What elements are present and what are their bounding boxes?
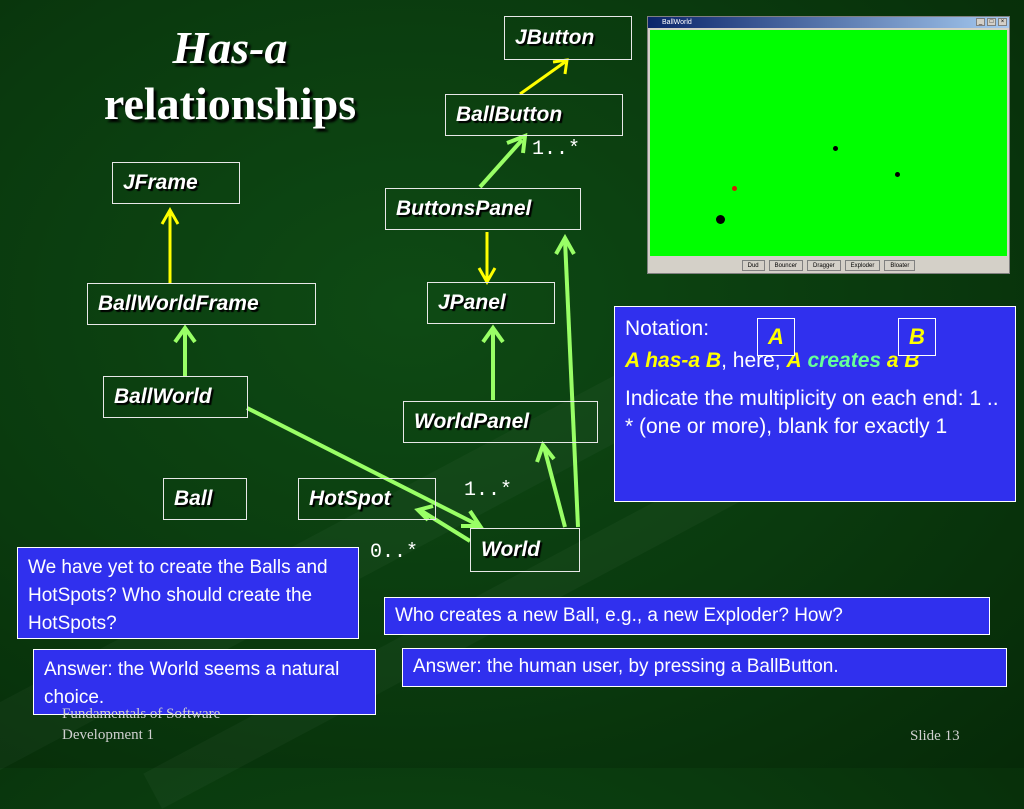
multiplicity-worldpanel: 1..* — [464, 479, 513, 502]
arrowhead-ballworldframe — [173, 324, 197, 344]
arrowhead-jframe — [160, 206, 180, 225]
question-new-ball: Who creates a new Ball, e.g., a new Expl… — [384, 597, 990, 635]
arrow-ballbutton-to-jbutton — [519, 60, 566, 96]
ball — [732, 186, 737, 191]
ballworld-window: BallWorld _ □ × Dud Bouncer Dragger Expl… — [647, 16, 1010, 274]
class-hotspot: HotSpot — [298, 478, 436, 520]
class-jbutton: JButton — [504, 16, 632, 60]
footer-course: Fundamentals of Software Development 1 — [62, 704, 220, 746]
bloater-button[interactable]: Bloater — [884, 259, 916, 271]
arrowhead-world — [461, 509, 484, 528]
class-ballworld: BallWorld — [103, 376, 248, 418]
class-jframe: JFrame — [112, 162, 240, 204]
arrowhead-worldpanel — [535, 440, 556, 463]
dragger-button[interactable]: Dragger — [806, 259, 841, 271]
arrow-ballworld-to-world — [246, 406, 479, 527]
dud-button[interactable]: Dud — [741, 259, 765, 271]
arrow-world-to-worldpanel — [542, 446, 567, 528]
class-ball: Ball — [163, 478, 247, 520]
inheritance-arrows — [160, 58, 569, 286]
class-ballworldframe: BallWorldFrame — [87, 283, 316, 325]
arrow-buttonspanel-to-ballbutton — [478, 138, 524, 189]
window-title: BallWorld — [662, 19, 692, 26]
notation-label: Notation: — [625, 317, 710, 340]
arrowhead-hotspot — [414, 504, 434, 522]
title-line-1: Has-a — [172, 22, 288, 73]
title-line-2: relationships — [103, 78, 357, 129]
footer-slide-number: Slide 13 — [910, 728, 960, 744]
answer-world: Answer: the World seems a natural choice… — [33, 649, 376, 715]
slide-title: Has-a relationships — [40, 20, 420, 132]
window-titlebar: BallWorld _ □ × — [648, 17, 1009, 28]
notation-box: Notation: A has-a B, here, A creates a B… — [614, 306, 1016, 502]
question-hotspots: We have yet to create the Balls and HotS… — [17, 547, 359, 639]
arrowhead-worldpanel-jpanel — [481, 324, 505, 344]
notation-creates: creates — [807, 349, 882, 372]
multiplicity-hotspot: 0..* — [370, 541, 419, 564]
ball-buttons-panel: Dud Bouncer Dragger Exploder Bloater — [648, 257, 1009, 273]
arrow-world-to-buttonspanel — [563, 239, 580, 528]
class-world: World — [470, 528, 580, 572]
notation-box-b: B — [898, 318, 936, 356]
arrowhead-jbutton — [552, 58, 569, 75]
class-buttonspanel: ButtonsPanel — [385, 188, 581, 230]
notation-description: Indicate the multiplicity on each end: 1… — [625, 387, 999, 438]
class-jpanel: JPanel — [427, 282, 555, 324]
notation-a-has-a-b: A has-a B — [625, 349, 722, 372]
class-ballbutton: BallButton — [445, 94, 623, 136]
ball — [895, 172, 900, 177]
footer-course-line-1: Fundamentals of Software — [62, 706, 221, 722]
class-worldpanel: WorldPanel — [403, 401, 598, 443]
arrowhead-ballbutton — [506, 132, 528, 154]
answer-human-user: Answer: the human user, by pressing a Ba… — [402, 648, 1007, 687]
arrow-world-to-hotspot — [418, 508, 472, 543]
arrowhead-buttonspanel — [554, 233, 576, 255]
footer-course-line-2: Development 1 — [62, 727, 155, 743]
ball — [833, 146, 838, 151]
close-icon[interactable]: × — [998, 18, 1007, 26]
multiplicity-ballbutton: 1..* — [532, 138, 581, 161]
ball-canvas[interactable] — [650, 30, 1007, 256]
notation-box-a: A — [757, 318, 795, 356]
exploder-button[interactable]: Exploder — [844, 259, 881, 271]
maximize-icon[interactable]: □ — [987, 18, 996, 26]
minimize-icon[interactable]: _ — [976, 18, 985, 26]
bouncer-button[interactable]: Bouncer — [768, 259, 803, 271]
ball — [716, 215, 725, 224]
